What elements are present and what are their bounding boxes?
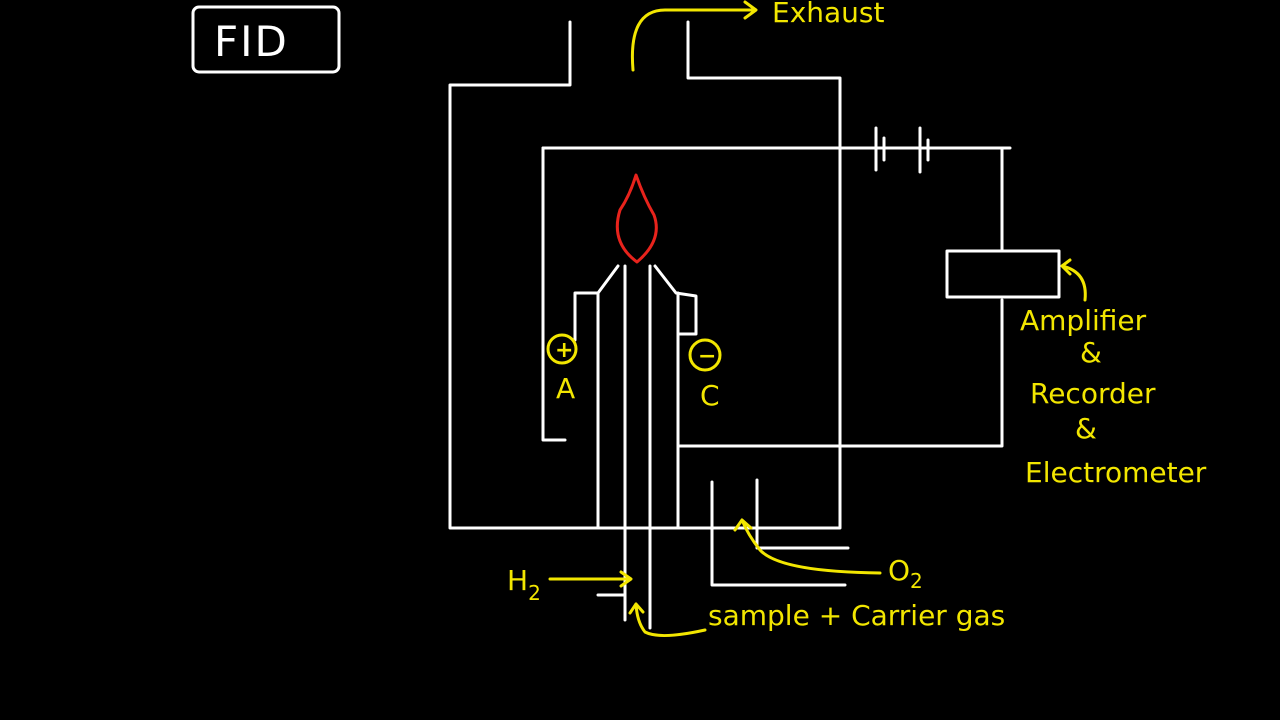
sample-carrier-label: sample + Carrier gas — [708, 599, 1005, 632]
flame-icon — [615, 173, 658, 264]
cathode-label: C — [700, 379, 720, 412]
recorder-label: Recorder — [1030, 377, 1156, 410]
and-label-2: & — [1075, 412, 1097, 445]
cathode-marker: − — [688, 338, 722, 372]
hydrogen-label: H2 — [507, 564, 541, 605]
amplifier-box — [945, 249, 1061, 299]
exhaust-label: Exhaust — [772, 0, 885, 29]
title-box: FID — [191, 5, 341, 74]
battery-icon — [874, 126, 930, 174]
svg-text:−: − — [698, 344, 716, 369]
burner-jet — [596, 264, 680, 630]
diagram-title: FID — [214, 17, 289, 66]
anode-label: A — [556, 372, 575, 405]
oxygen-arrow — [733, 518, 882, 575]
detector-housing — [448, 20, 842, 530]
oxygen-label: O2 — [888, 554, 923, 593]
amplifier-label: Amplifier — [1020, 304, 1147, 337]
electrodes — [573, 264, 698, 342]
svg-text:+: + — [555, 338, 573, 363]
exhaust-arrow — [630, 0, 758, 72]
amplifier-arrow — [1060, 258, 1087, 302]
electrometer-label: Electrometer — [1025, 456, 1207, 489]
hydrogen-arrow — [548, 570, 633, 588]
circuit-wires — [541, 146, 1012, 448]
and-label-1: & — [1080, 336, 1102, 369]
sample-arrow — [628, 602, 707, 637]
anode-marker: + — [546, 333, 578, 365]
